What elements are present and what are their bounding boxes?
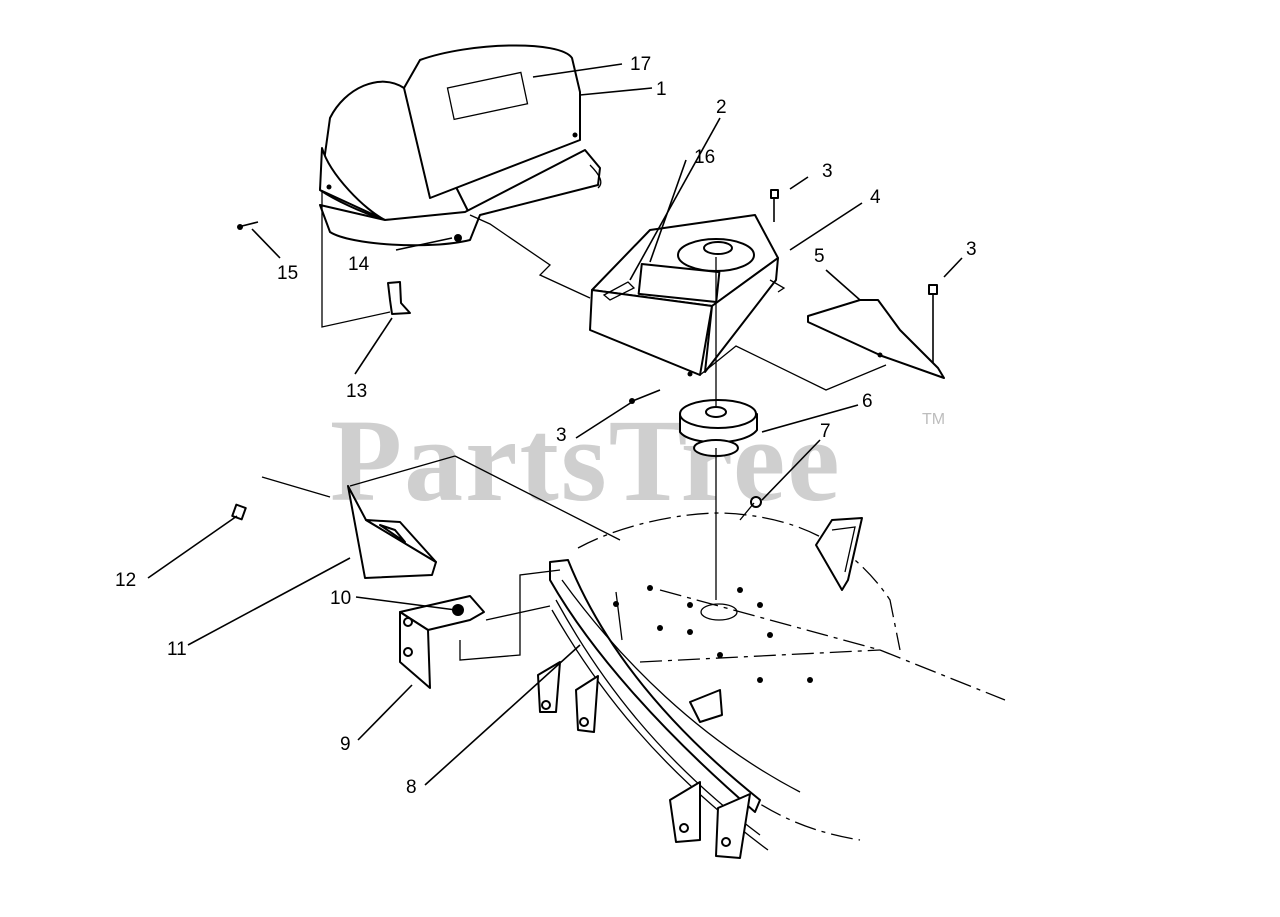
part-shield-11 <box>347 485 437 579</box>
callout-1: 1 <box>656 79 667 100</box>
part-bolt-3a <box>770 189 779 222</box>
callout-5: 5 <box>814 246 825 267</box>
callout-labels: 17 1 2 16 3 4 3 5 6 7 3 12 11 10 9 8 14 … <box>115 54 977 798</box>
callout-11: 11 <box>167 639 187 660</box>
callout-3-top: 3 <box>822 161 833 182</box>
callout-13: 13 <box>346 381 367 402</box>
callout-6: 6 <box>862 391 873 412</box>
callout-8: 8 <box>406 777 417 798</box>
callout-2: 2 <box>716 97 727 118</box>
callout-4: 4 <box>870 187 881 208</box>
callout-3-right: 3 <box>966 239 977 260</box>
part-mounting-bracket <box>589 214 786 377</box>
watermark-trademark: TM <box>922 411 945 428</box>
callout-17: 17 <box>630 54 651 75</box>
part-bolt-15 <box>237 221 259 230</box>
part-deflector <box>319 44 602 247</box>
callout-12: 12 <box>115 570 136 591</box>
part-bracket-13 <box>387 281 411 315</box>
mower-deck <box>537 512 1006 860</box>
callout-3-lower: 3 <box>556 425 567 446</box>
callout-15: 15 <box>277 263 298 284</box>
part-bracket-9 <box>399 595 485 689</box>
part-pulley <box>679 399 758 457</box>
watermark: PartsTree <box>330 395 842 526</box>
assembly-lines <box>261 190 887 661</box>
callout-9: 9 <box>340 734 351 755</box>
leader-lines <box>147 63 963 786</box>
part-plate-5 <box>807 299 945 379</box>
callout-16: 16 <box>694 147 715 168</box>
part-bolt-12 <box>231 503 247 521</box>
part-bolt-3b <box>928 284 938 370</box>
callout-7: 7 <box>820 421 831 442</box>
callout-14: 14 <box>348 254 370 275</box>
callout-10: 10 <box>330 588 351 609</box>
